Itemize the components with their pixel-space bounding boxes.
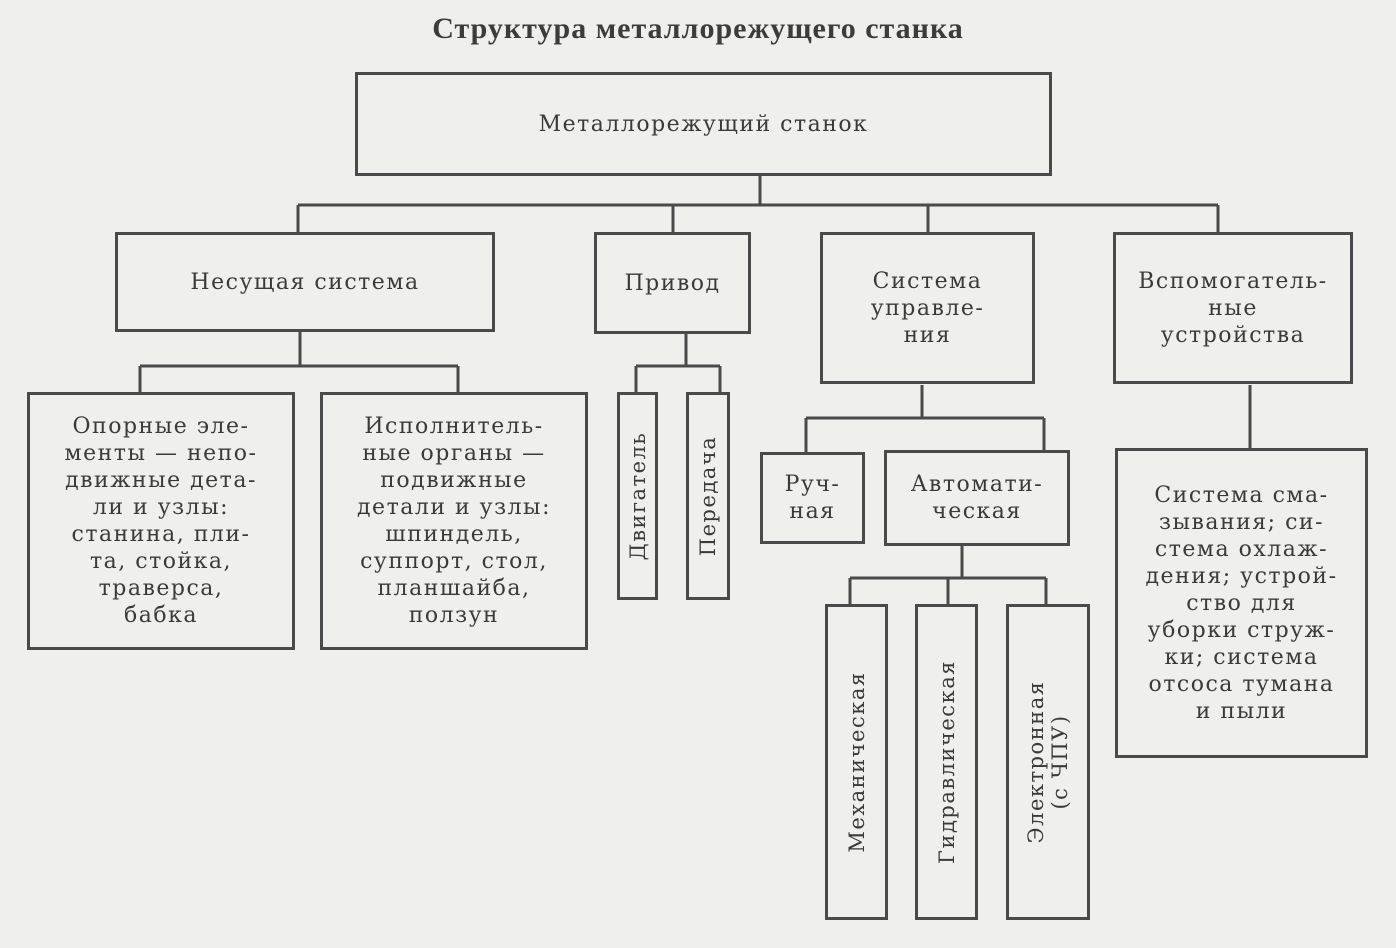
carrier-system-box: Несущая система [115, 232, 495, 332]
hydraulic-label: Гидравлическая [934, 660, 959, 864]
electronic-cnc-box: Электронная (с ЧПУ) [1006, 604, 1090, 920]
motor-box: Двигатель [617, 392, 658, 600]
control-system-label: Система управле- ния [870, 268, 985, 348]
diagram-title: Структура металлорежущего станка [432, 12, 964, 45]
aux-systems-label: Система сма- зывания; си- стема охлаж- д… [1145, 482, 1338, 724]
automatic-control-label: Автомати- ческая [910, 472, 1044, 524]
executive-organs-box: Исполнитель- ные органы — подвижные дета… [320, 392, 588, 650]
transmission-box: Передача [686, 392, 730, 600]
automatic-control-box: Автомати- ческая [884, 450, 1070, 546]
carrier-system-label: Несущая система [190, 269, 420, 295]
mechanical-label: Механическая [844, 671, 869, 853]
root-box: Металлорежущий станок [355, 72, 1052, 176]
electronic-cnc-label: Электронная (с ЧПУ) [1024, 680, 1072, 844]
aux-devices-box: Вспомогатель- ные устройства [1113, 232, 1353, 384]
control-system-box: Система управле- ния [820, 232, 1035, 384]
drive-box: Привод [594, 232, 751, 334]
transmission-label: Передача [696, 435, 720, 557]
aux-devices-label: Вспомогатель- ные устройства [1138, 268, 1328, 348]
mechanical-box: Механическая [825, 604, 888, 920]
manual-control-box: Руч- ная [760, 452, 865, 544]
motor-label: Двигатель [625, 431, 650, 561]
support-elements-label: Опорные эле- менты — непо- движные дета-… [64, 414, 258, 628]
executive-organs-label: Исполнитель- ные органы — подвижные дета… [357, 414, 551, 628]
manual-control-label: Руч- ная [784, 472, 841, 524]
hydraulic-box: Гидравлическая [915, 604, 978, 920]
drive-label: Привод [624, 270, 721, 296]
aux-systems-box: Система сма- зывания; си- стема охлаж- д… [1115, 448, 1368, 758]
support-elements-box: Опорные эле- менты — непо- движные дета-… [27, 392, 295, 650]
root-label: Металлорежущий станок [538, 111, 869, 137]
